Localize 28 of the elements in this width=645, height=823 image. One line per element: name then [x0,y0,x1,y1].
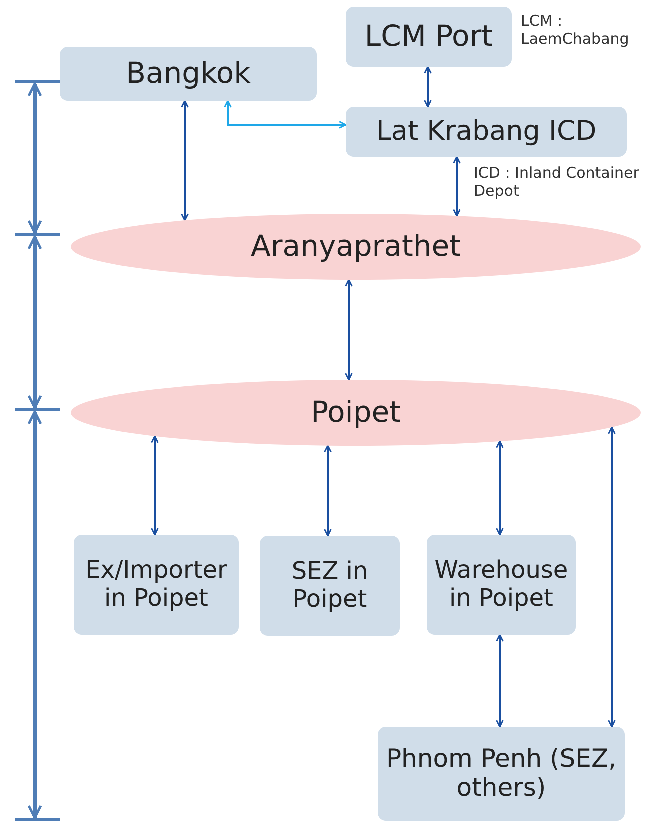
node-label: Poipet [311,396,401,430]
node-label: LCM Port [364,20,494,54]
arrow [424,66,432,108]
abbreviation-note: LCM : LaemChabang [521,12,630,48]
arrow [496,634,504,728]
arrow [151,436,159,536]
arrow [608,426,616,728]
place-box [346,107,627,157]
arrow [496,440,504,536]
place-box [74,535,239,635]
node-label: Warehouse in Poipet [434,557,570,613]
node-label: Lat Krabang ICD [376,116,597,148]
node-label: SEZ in Poipet [290,558,370,614]
arrow [324,445,332,537]
node-label: Bangkok [126,57,251,91]
arrow [345,279,353,381]
node-label: Aranyaprathet [251,230,461,264]
place-box [260,536,400,636]
node-label: Ex/Importer in Poipet [84,557,228,613]
place-box [427,535,576,635]
place-box [346,7,512,67]
node-label: Phnom Penh (SEZ, others) [385,745,618,803]
abbreviation-note: ICD : Inland Container Depot [474,164,640,200]
arrow [453,156,461,217]
arrow [181,100,189,222]
place-box [378,727,625,821]
arrow [224,100,347,129]
place-box [60,47,317,101]
